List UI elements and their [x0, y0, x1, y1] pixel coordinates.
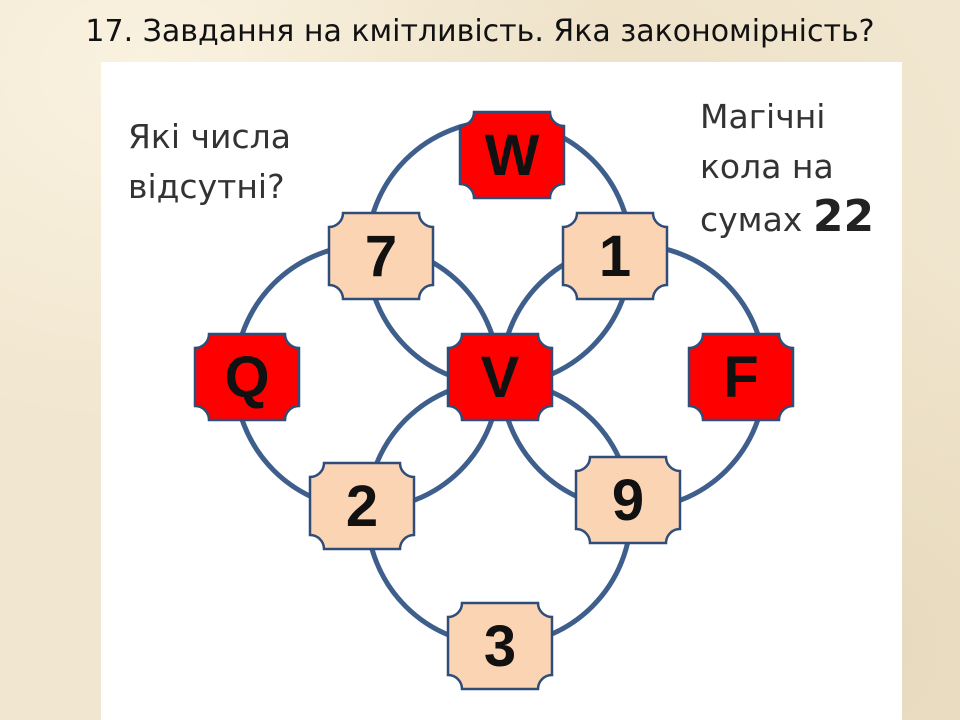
node-right-label: F: [723, 345, 758, 410]
question-text: Які числа відсутні?: [128, 112, 291, 212]
node-lower-left: 2: [308, 461, 416, 551]
hint-line-3: сумах 22: [700, 192, 874, 245]
node-right: F: [687, 332, 795, 422]
node-center-shape: [446, 332, 554, 422]
node-lower-right-shape: [574, 455, 682, 545]
node-bottom: 3: [446, 601, 554, 691]
node-lower-left-label: 2: [346, 474, 378, 539]
node-upper-right-shape: [561, 211, 669, 301]
node-bottom-label: 3: [484, 614, 516, 679]
node-center-label: V: [481, 345, 520, 410]
node-upper-right: 1: [561, 211, 669, 301]
hint-sum-value: 22: [812, 191, 875, 242]
node-lower-right-label: 9: [612, 468, 644, 533]
node-upper-left: 7: [327, 211, 435, 301]
node-upper-left-label: 7: [365, 224, 397, 289]
node-center: V: [446, 332, 554, 422]
slide-title: 17. Завдання на кмітливість. Яка законом…: [85, 14, 875, 49]
node-left-shape: [193, 332, 301, 422]
node-top: W: [458, 110, 566, 200]
question-line-2: відсутні?: [128, 167, 285, 206]
node-right-shape: [687, 332, 795, 422]
hint-line-1: Магічні: [700, 97, 826, 136]
node-upper-right-label: 1: [599, 224, 631, 289]
node-upper-left-shape: [327, 211, 435, 301]
question-line-1: Які числа: [128, 117, 291, 156]
hint-line-3-text: сумах: [700, 200, 803, 239]
node-top-label: W: [485, 123, 540, 188]
hint-text: Магічні кола на сумах 22: [700, 92, 874, 245]
node-lower-left-shape: [308, 461, 416, 551]
node-top-shape: [458, 110, 566, 200]
hint-line-2: кола на: [700, 147, 834, 186]
node-bottom-shape: [446, 601, 554, 691]
node-left-label: Q: [224, 345, 269, 410]
node-left: Q: [193, 332, 301, 422]
nodes-group: W 7 1Q V F 2 9 3: [193, 110, 795, 691]
node-lower-right: 9: [574, 455, 682, 545]
